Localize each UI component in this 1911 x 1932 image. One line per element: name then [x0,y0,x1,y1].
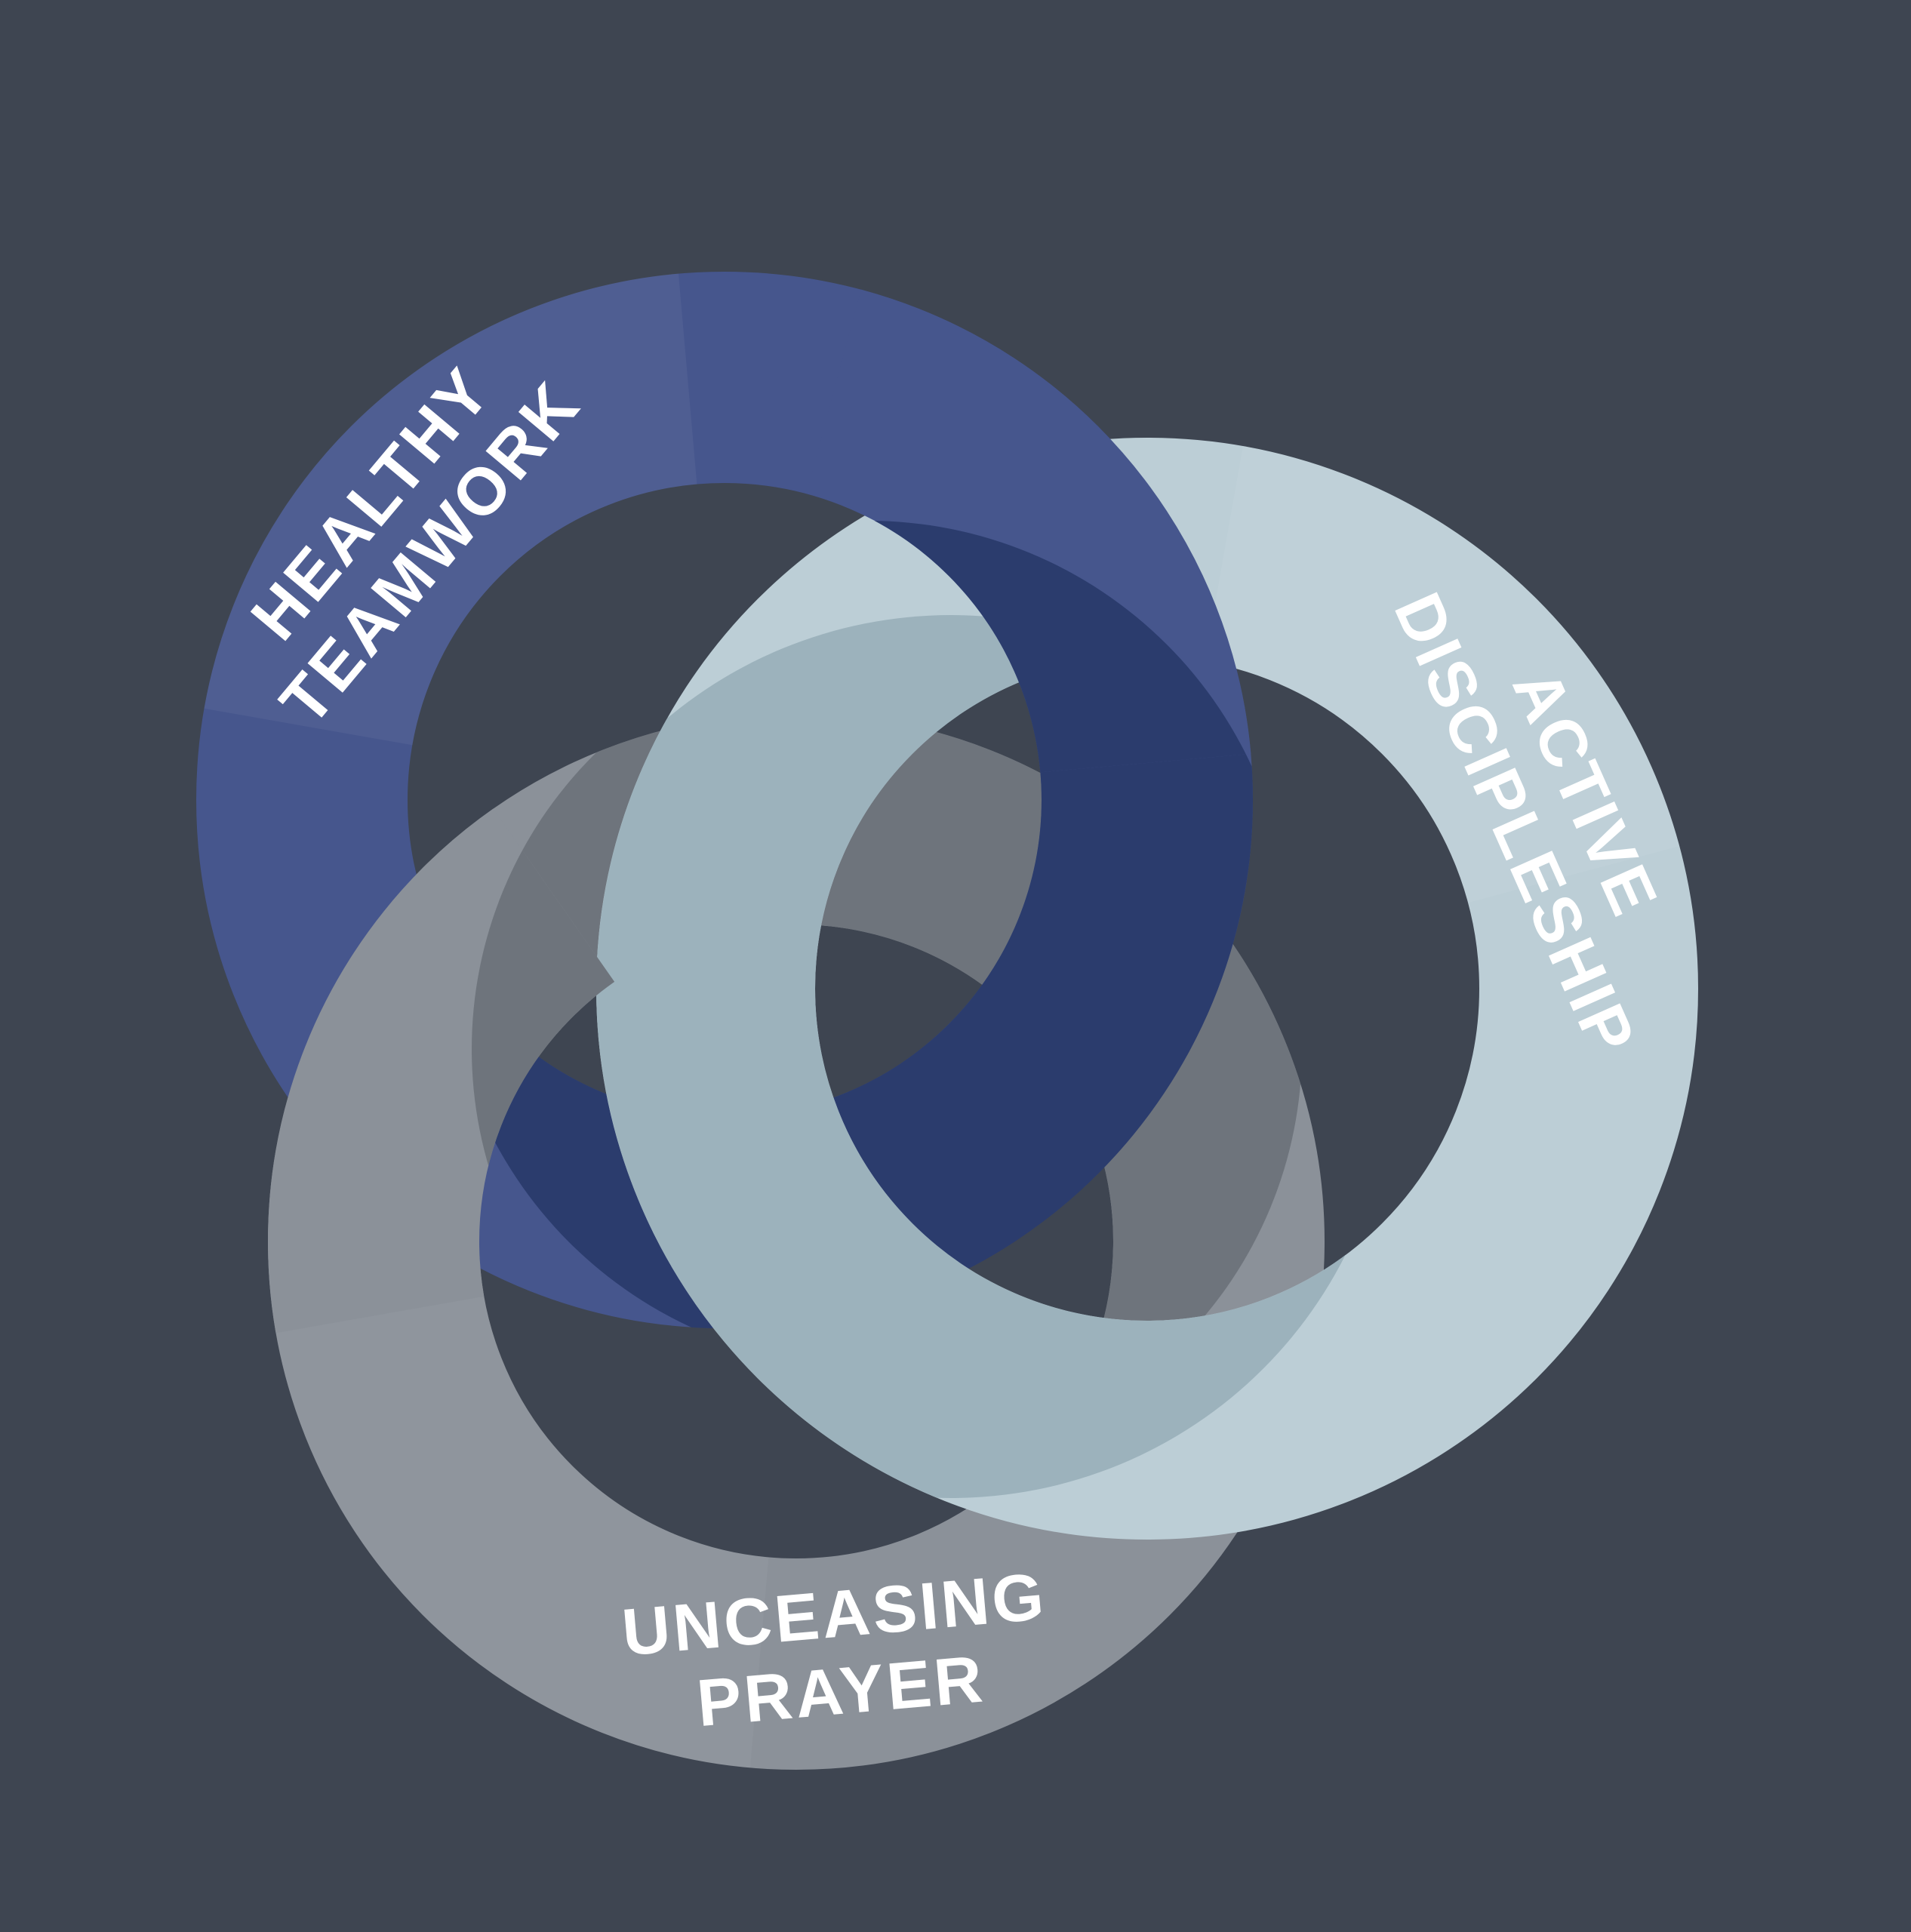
interlocking-rings-graphic [195,0,1698,1770]
trefoil-diagram: HEALTHY TEAMWORK ACTIVE DISCIPLESHIP UNC… [195,0,1698,1770]
